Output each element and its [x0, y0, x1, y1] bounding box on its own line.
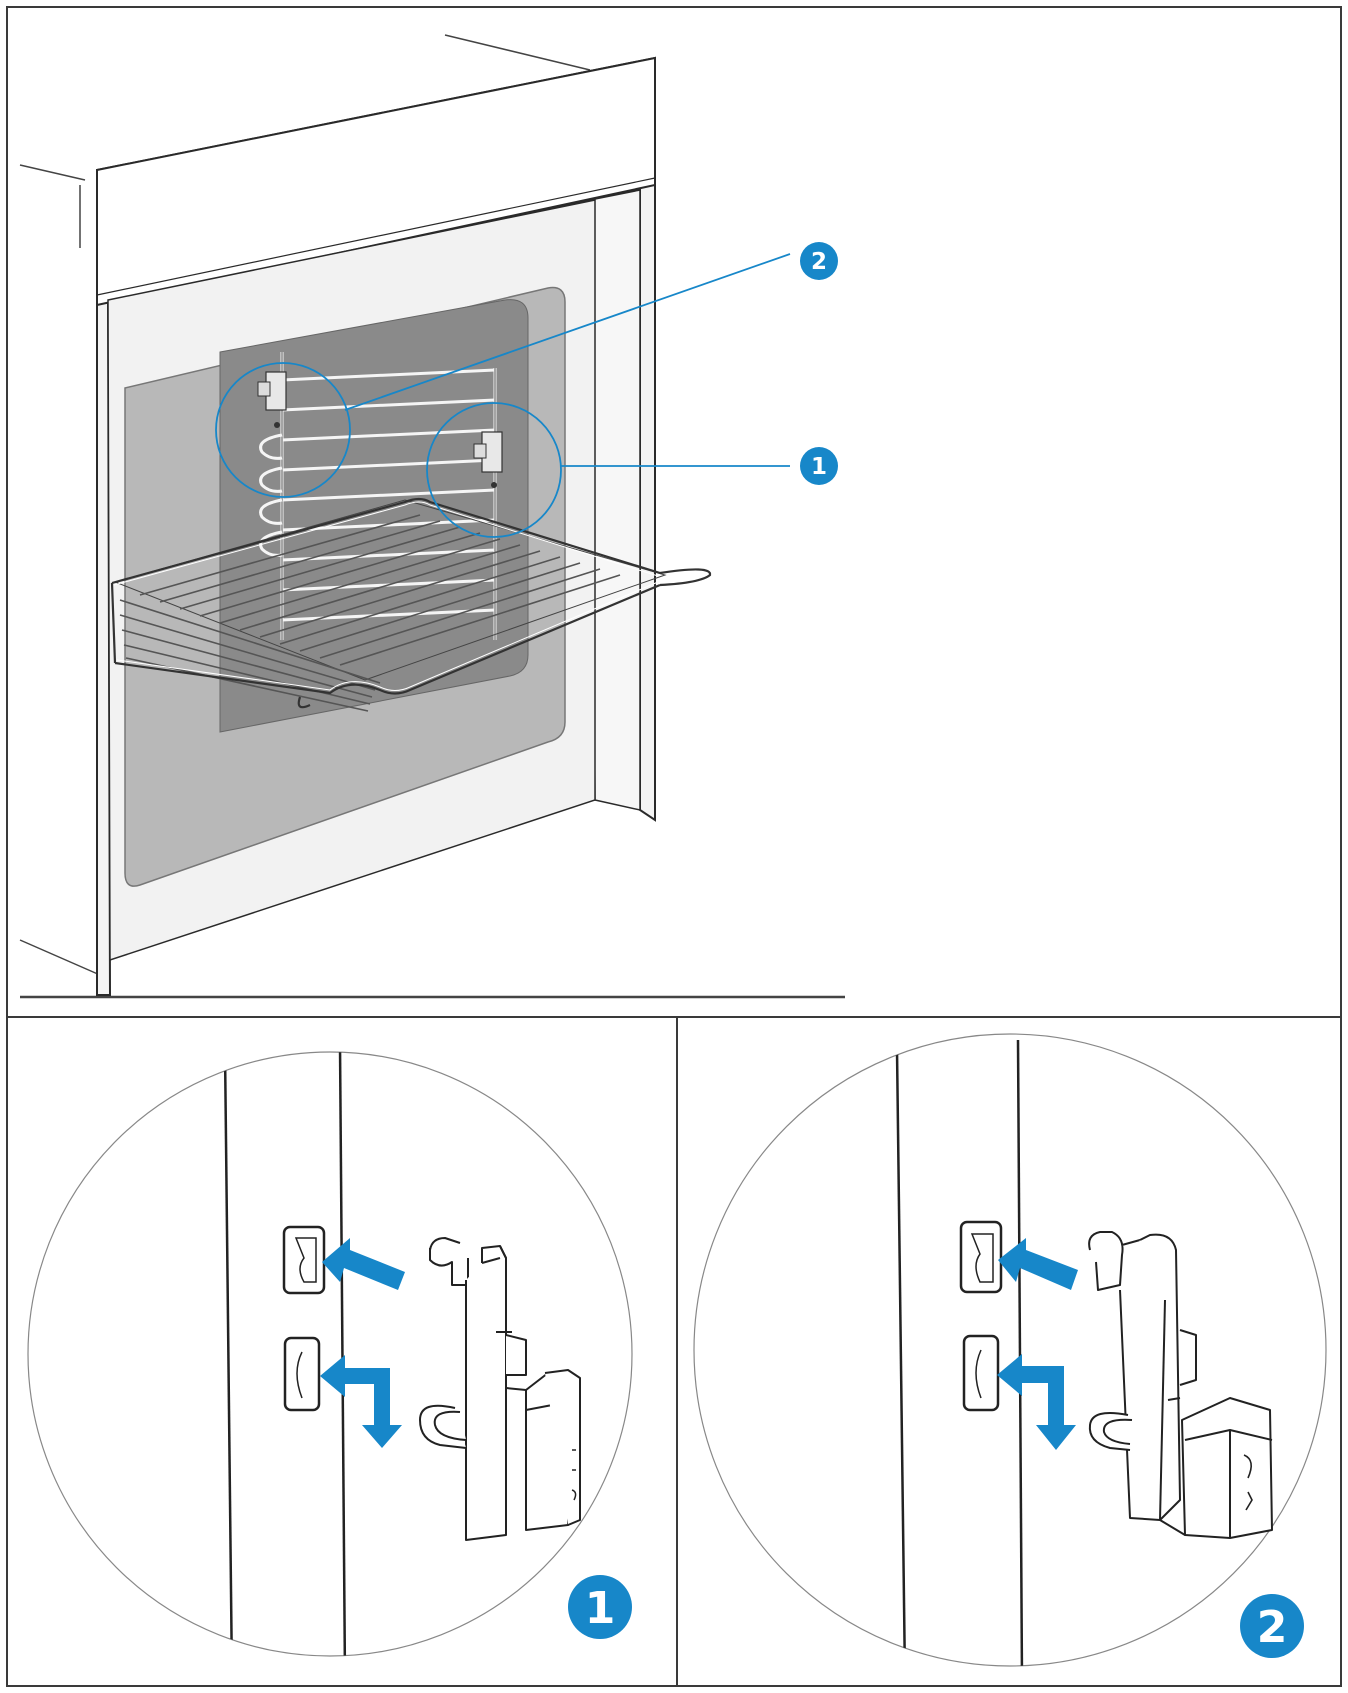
- detail-view-1: 1: [27, 1051, 633, 1657]
- arrow-insert-lower-2: [997, 1354, 1076, 1450]
- leader-lines: [344, 253, 791, 467]
- wall-slot-upper: [282, 1225, 326, 1295]
- wall-slot-upper-2: [959, 1220, 1003, 1294]
- leader-line-2: [344, 253, 791, 411]
- insert-arrows-2: [997, 1238, 1078, 1450]
- detail-badge-1: 1: [568, 1575, 632, 1639]
- callout-badge-2: 2: [800, 242, 838, 280]
- wire-rack: [110, 497, 712, 712]
- callout-rings: [215, 362, 562, 538]
- arrow-insert-upper-2: [998, 1238, 1078, 1290]
- insert-arrows-1: [320, 1238, 405, 1448]
- arrow-insert-upper: [322, 1238, 405, 1290]
- callout-ring-right: [426, 402, 562, 538]
- callout-badge-1: 1: [800, 447, 838, 485]
- control-panel: [96, 56, 656, 307]
- oven-side-strip: [589, 189, 641, 811]
- arrow-insert-lower: [320, 1355, 402, 1448]
- detail-circle-1: [27, 1051, 633, 1657]
- guide-clip-detail-1: [419, 1237, 581, 1541]
- detail-view-2: 2: [693, 1033, 1327, 1667]
- callout-label-2: 2: [811, 249, 827, 275]
- callout-label-1: 1: [811, 454, 827, 480]
- oven-illustration: 2 1: [19, 34, 845, 999]
- guide-clip-right: [473, 431, 503, 488]
- panel-borders: [6, 6, 1342, 1687]
- detail-label-2: 2: [1257, 1602, 1288, 1653]
- wall-lines: [19, 34, 845, 999]
- cavity-back-wall: [219, 299, 529, 733]
- wall-slot-lower-2: [962, 1334, 1000, 1412]
- outer-border: [6, 6, 1342, 1687]
- detail-circle-2: [693, 1033, 1327, 1667]
- callout-ring-left: [215, 362, 351, 498]
- detail-label-1: 1: [585, 1583, 616, 1634]
- detail-badge-2: 2: [1240, 1594, 1304, 1658]
- wall-slot-lower: [283, 1336, 321, 1412]
- guide-clip-left: [257, 371, 287, 428]
